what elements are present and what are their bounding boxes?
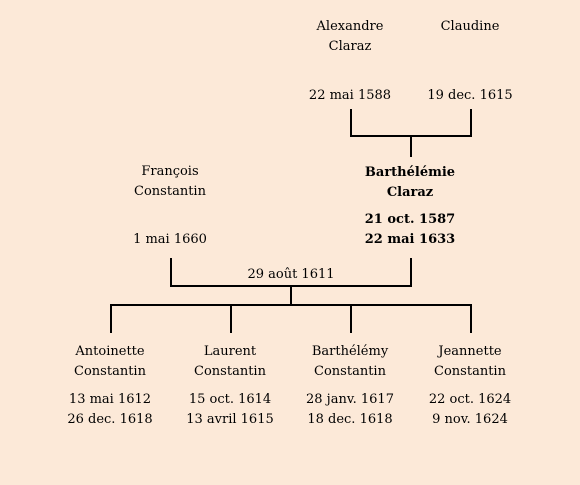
child-4-death-date: 9 nov. 1624 bbox=[432, 412, 508, 427]
child-2-death-date: 13 avril 1615 bbox=[186, 412, 274, 427]
father-first-name: François bbox=[141, 164, 199, 179]
child-2-last-name: Constantin bbox=[194, 364, 266, 379]
child-1-last-name: Constantin bbox=[74, 364, 146, 379]
mother-death-date: 22 mai 1633 bbox=[364, 232, 456, 247]
child-3-last-name: Constantin bbox=[314, 364, 386, 379]
mother-birth-date: 21 oct. 1587 bbox=[364, 212, 456, 227]
child-1-first-name: Antoinette bbox=[75, 344, 145, 359]
child-1-birth-date: 13 mai 1612 bbox=[68, 392, 152, 407]
child-2-first-name: Laurent bbox=[203, 344, 257, 359]
child-3-death-date: 18 dec. 1618 bbox=[307, 412, 393, 427]
child-3-birth-date: 28 janv. 1617 bbox=[306, 392, 394, 407]
grandfather-birth-date: 22 mai 1588 bbox=[308, 88, 392, 103]
grandfather-last-name: Claraz bbox=[328, 39, 372, 54]
marriage-date: 29 août 1611 bbox=[247, 267, 335, 282]
grandfather-first-name: Alexandre bbox=[316, 19, 384, 34]
father-last-name: Constantin bbox=[134, 184, 206, 199]
grandmother-birth-date: 19 dec. 1615 bbox=[427, 88, 513, 103]
mother-first-name: Barthélémie bbox=[364, 165, 456, 180]
mother-last-name: Claraz bbox=[386, 185, 434, 200]
child-4-birth-date: 22 oct. 1624 bbox=[428, 392, 512, 407]
father-date: 1 mai 1660 bbox=[133, 232, 207, 247]
child-4-last-name: Constantin bbox=[434, 364, 506, 379]
child-2-birth-date: 15 oct. 1614 bbox=[188, 392, 272, 407]
child-3-first-name: Barthélémy bbox=[311, 344, 389, 359]
child-1-death-date: 26 dec. 1618 bbox=[67, 412, 153, 427]
grandmother-first-name: Claudine bbox=[440, 19, 500, 34]
child-4-first-name: Jeannette bbox=[438, 344, 502, 359]
